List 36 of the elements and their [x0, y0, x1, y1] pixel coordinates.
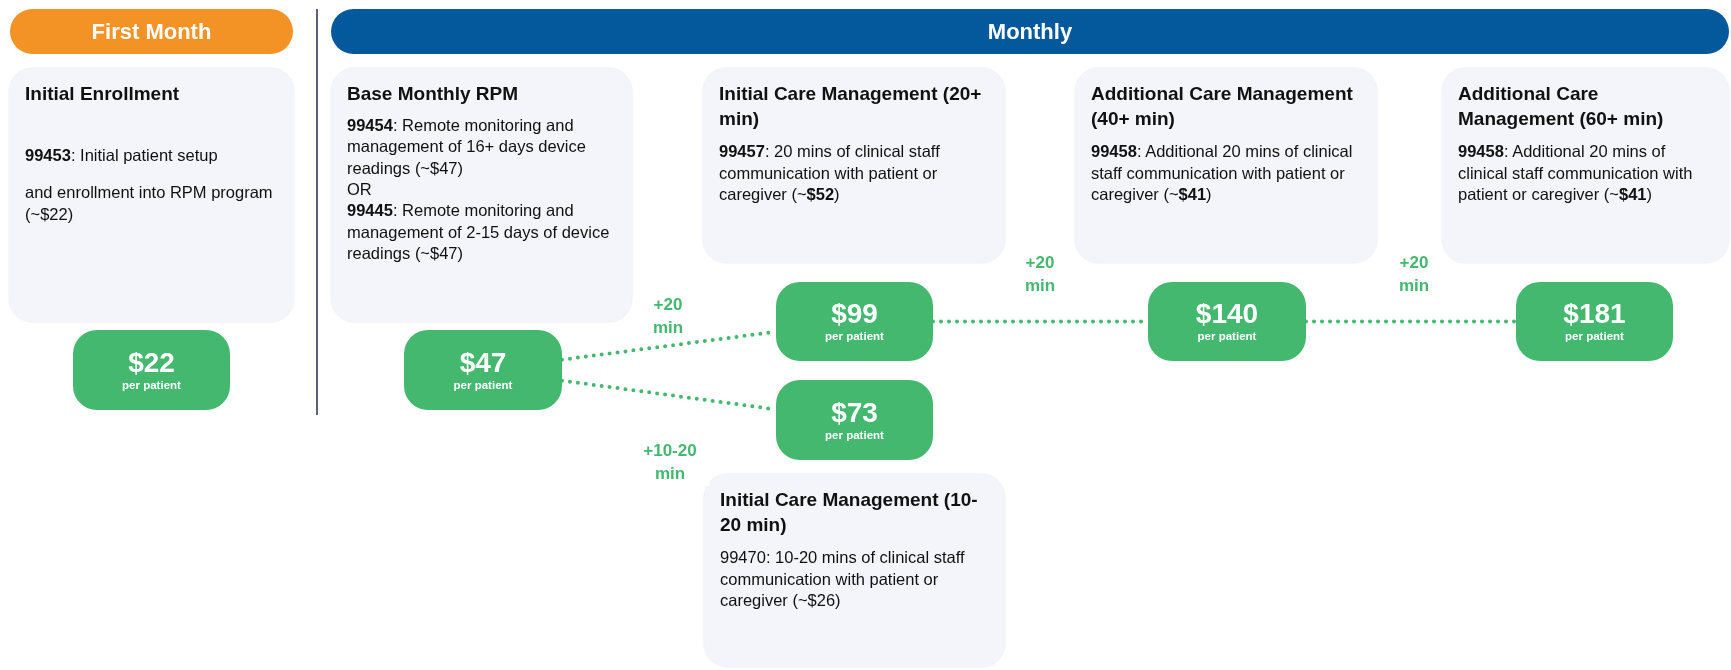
price-amount: $181: [1563, 299, 1626, 330]
code-description: 99457: 20 mins of clinical staff communication with patient or caregiver (~$52): [719, 141, 941, 206]
price-unit: per patient: [825, 428, 884, 443]
price-pill: [1148, 282, 1306, 361]
price-pill: [776, 282, 933, 361]
card-title: Initial Enrollment: [25, 82, 181, 106]
price-pill: [73, 330, 230, 410]
price-amount: $47: [459, 347, 507, 379]
dotted-connector: [1304, 319, 1518, 324]
code-description: 99470: 10-20 mins of clinical staff communication with patient or caregiver (~$26): [720, 547, 966, 612]
card-title: Additional Care Management (40+ min): [1091, 82, 1354, 131]
price-pill: [404, 330, 562, 410]
price-amount: $73: [831, 397, 878, 429]
code-description: and enrollment into RPM program (~$22): [25, 182, 274, 225]
price-amount: $99: [831, 299, 878, 330]
price-unit: per patient: [1197, 330, 1257, 344]
price-amount: $140: [1195, 299, 1259, 330]
section-header: Monthly: [331, 9, 1729, 54]
price-pill: [1516, 282, 1673, 361]
code-description: 99454: Remote monitoring and management of 16+ days device readings (~$47): [347, 114, 587, 179]
price-unit: per patient: [453, 378, 513, 393]
code-description: 99445: Remote monitoring and management of 2-15 days of device readings (~$47): [347, 200, 611, 265]
code-description: 99458: Additional 20 mins of clinical staff communication with patient or caregiver (~$41): [1458, 141, 1694, 206]
card-title: Base Monthly RPM: [347, 82, 520, 106]
price-unit: per patient: [825, 330, 884, 344]
price-unit: per patient: [1565, 330, 1624, 344]
code-description: 99453: Initial patient setup: [25, 144, 219, 166]
code-description: 99458: Additional 20 mins of clinical staff communication with patient or caregiver (~$41): [1091, 141, 1354, 206]
card-title: Initial Care Management (20+ min): [719, 82, 983, 131]
card-title: Initial Care Management (10-20 min): [720, 488, 979, 537]
price-pill: [776, 380, 933, 460]
card-title: Additional Care Management (60+ min): [1458, 82, 1665, 131]
price-amount: $22: [128, 347, 175, 379]
price-unit: per patient: [122, 378, 181, 393]
code-description: OR: [347, 179, 373, 200]
section-header: First Month: [10, 9, 293, 54]
